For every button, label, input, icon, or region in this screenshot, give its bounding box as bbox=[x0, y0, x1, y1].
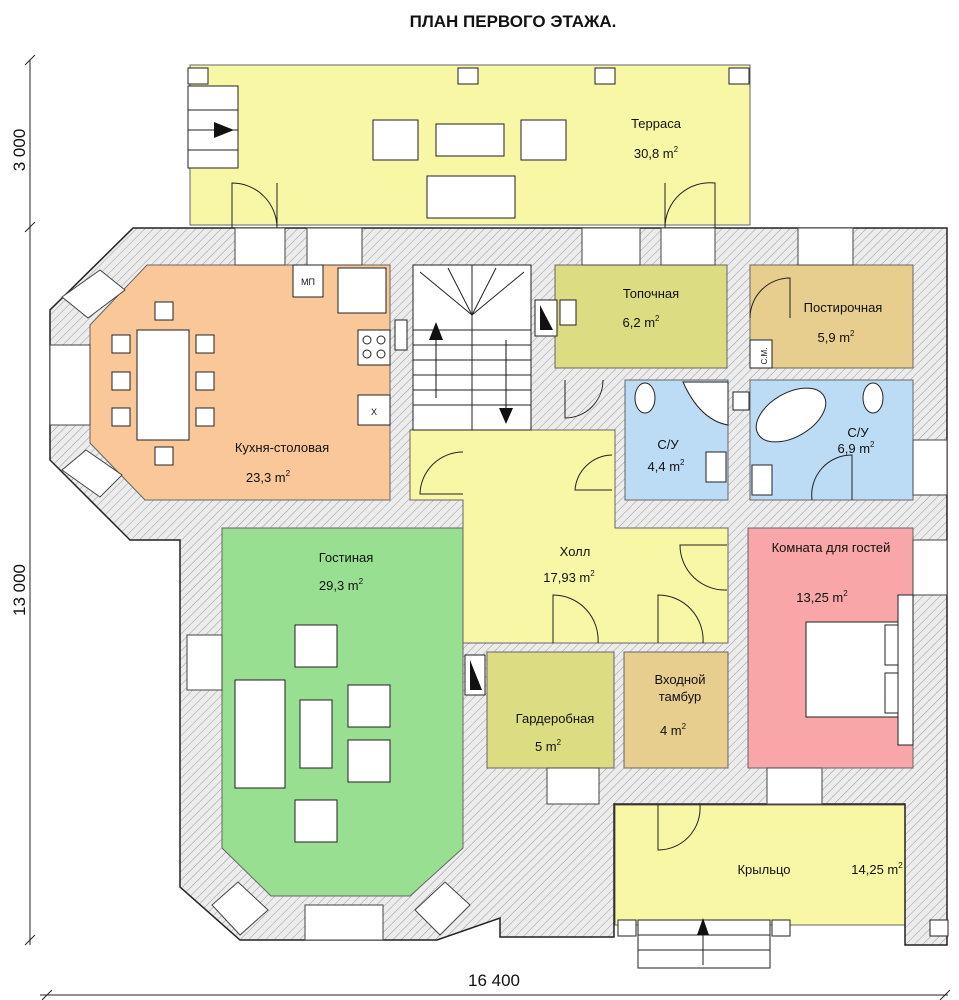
dim-house-depth: 13 000 bbox=[10, 564, 29, 616]
room-area-guest: 13,25 m2 bbox=[796, 589, 848, 605]
room-name-terrace: Терраса bbox=[631, 116, 682, 131]
dim-house-width: 16 400 bbox=[468, 971, 520, 990]
room-name-bath2: С/У bbox=[847, 425, 869, 440]
room-area-porch: 14,25 m2 bbox=[851, 861, 903, 877]
room-area-laundry: 5,9 m2 bbox=[818, 329, 856, 345]
room-name-kitchen: Кухня-столовая bbox=[235, 440, 329, 455]
room-area-kitchen: 23,3 m2 bbox=[246, 469, 291, 485]
room-area-living: 29,3 m2 bbox=[319, 577, 364, 593]
room-name-vestibule: тамбур bbox=[659, 689, 702, 704]
room-area-boiler: 6,2 m2 bbox=[623, 314, 661, 330]
room-name-vestibule: Входной bbox=[654, 672, 705, 687]
room-name-living: Гостиная bbox=[319, 550, 374, 565]
vestibule-room bbox=[623, 651, 729, 769]
dishwasher-label: МП bbox=[301, 277, 315, 287]
room-name-hall: Холл bbox=[560, 544, 591, 559]
room-name-bath1: С/У bbox=[657, 437, 679, 452]
terrace-furniture bbox=[187, 67, 750, 219]
room-area-terrace: 30,8 m2 bbox=[634, 145, 679, 161]
room-area-bath2: 6,9 m2 bbox=[838, 440, 876, 456]
room-area-hall: 17,93 m2 bbox=[543, 569, 595, 585]
guest-bed bbox=[805, 594, 914, 746]
porch-steps bbox=[617, 918, 949, 969]
room-name-porch: Крыльцо bbox=[737, 862, 790, 877]
washer-label: С.М. bbox=[760, 348, 769, 365]
hall bbox=[409, 429, 729, 644]
plan-title: ПЛАН ПЕРВОГО ЭТАЖА. bbox=[410, 12, 617, 31]
room-area-bath1: 4,4 m2 bbox=[648, 458, 686, 474]
room-name-boiler: Топочная bbox=[623, 286, 679, 301]
doors bbox=[231, 182, 853, 851]
kitchen-room bbox=[89, 264, 391, 501]
room-name-laundry: Постирочная bbox=[804, 300, 883, 315]
kitchen-furniture bbox=[111, 264, 391, 466]
room-name-wardrobe: Гардеробная bbox=[516, 711, 595, 726]
windows bbox=[49, 227, 948, 941]
living-furniture bbox=[234, 624, 486, 843]
laundry-room bbox=[749, 264, 914, 369]
boiler-room bbox=[554, 264, 728, 369]
wardrobe-room bbox=[486, 651, 615, 769]
room-name-guest: Комната для гостей bbox=[772, 540, 891, 555]
room-area-vestibule: 4 m2 bbox=[660, 722, 687, 738]
dim-terrace-depth: 3 000 bbox=[10, 129, 29, 172]
stove-x-label: Х bbox=[371, 407, 377, 417]
room-area-wardrobe: 5 m2 bbox=[535, 738, 562, 754]
room-labels: Терраса 30,8 m2 Кухня-столовая 23,3 m2 Топоч… bbox=[235, 116, 903, 877]
dimension-lines bbox=[24, 54, 951, 1000]
sanitary-fixtures bbox=[394, 299, 884, 496]
staircase bbox=[412, 264, 532, 431]
